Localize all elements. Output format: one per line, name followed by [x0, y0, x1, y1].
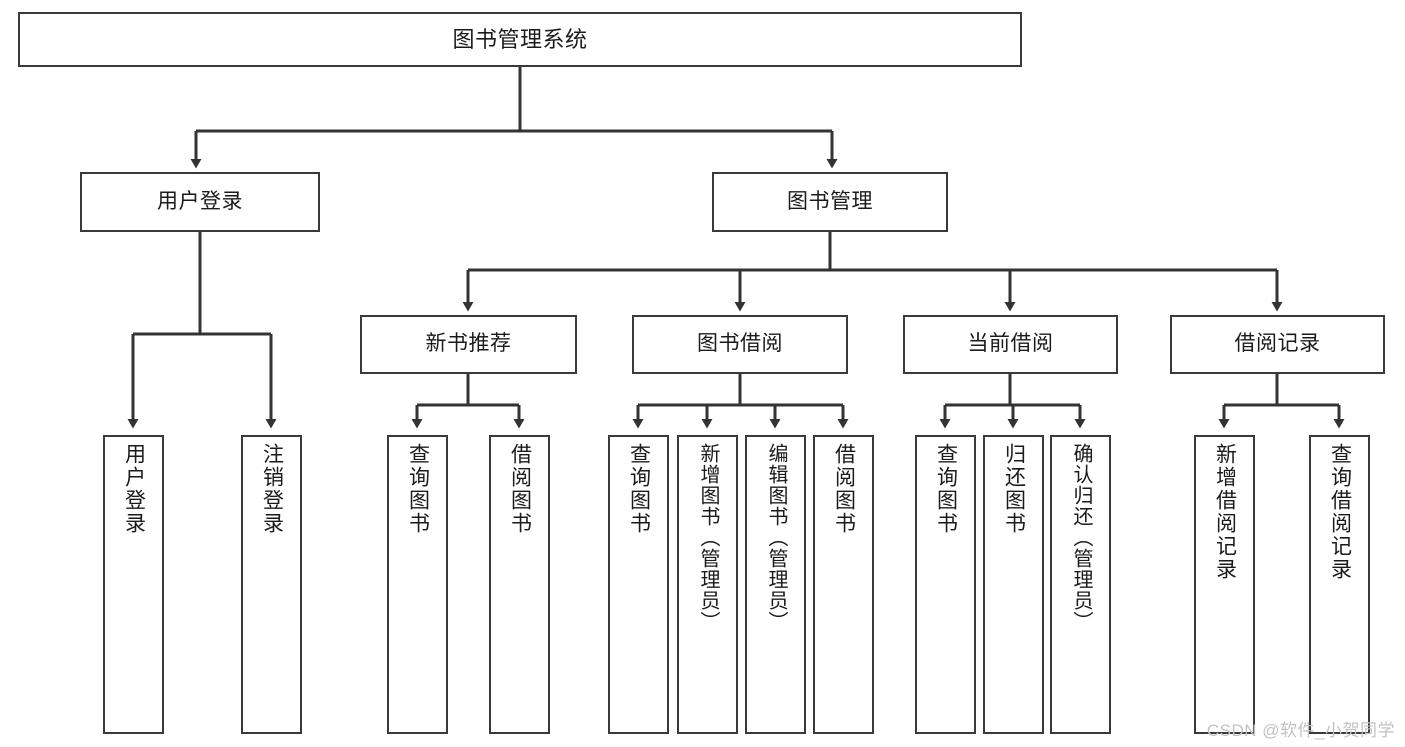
node-borrow-record-label: 借阅记录 [1234, 332, 1321, 356]
leaf-record-query[interactable]: 查询借阅记录 [1309, 435, 1370, 734]
leaf-current-return-book[interactable]: 归还图书 [983, 435, 1044, 734]
leaf-current-confirm-return[interactable]: 确认归还（管理员） [1050, 435, 1111, 734]
leaf-record-query-label: 查询借阅记录 [1328, 443, 1352, 581]
leaf-borrow-query-book[interactable]: 查询图书 [608, 435, 669, 734]
node-current-borrow-label: 当前借阅 [967, 332, 1054, 356]
leaf-current-return-book-label: 归还图书 [1002, 443, 1026, 535]
leaf-record-add[interactable]: 新增借阅记录 [1194, 435, 1255, 734]
node-user-login-label: 用户登录 [157, 189, 243, 213]
leaf-current-confirm-return-label: 确认归还（管理员） [1070, 443, 1092, 632]
leaf-recommend-query-book[interactable]: 查询图书 [387, 435, 448, 734]
watermark-text: CSDN @软件_小贺同学 [1206, 721, 1395, 740]
leaf-user-login[interactable]: 用户登录 [103, 435, 164, 734]
leaf-record-add-label: 新增借阅记录 [1213, 443, 1237, 581]
leaf-borrow-edit-book[interactable]: 编辑图书（管理员） [745, 435, 806, 734]
leaf-recommend-query-book-label: 查询图书 [406, 443, 430, 535]
leaf-recommend-borrow-book-label: 借阅图书 [508, 443, 532, 535]
leaf-borrow-edit-book-label: 编辑图书（管理员） [765, 443, 787, 632]
node-book-borrow-label: 图书借阅 [697, 332, 783, 356]
leaf-user-logout[interactable]: 注销登录 [241, 435, 302, 734]
leaf-user-logout-label: 注销登录 [260, 443, 284, 535]
node-user-login[interactable]: 用户登录 [80, 172, 320, 232]
node-book-management[interactable]: 图书管理 [712, 172, 948, 232]
node-borrow-record[interactable]: 借阅记录 [1170, 315, 1385, 374]
node-root-label: 图书管理系统 [452, 26, 588, 52]
leaf-user-login-label: 用户登录 [122, 443, 146, 535]
leaf-borrow-add-book-label: 新增图书（管理员） [697, 443, 719, 632]
node-book-borrow[interactable]: 图书借阅 [632, 315, 848, 374]
leaf-borrow-add-book[interactable]: 新增图书（管理员） [677, 435, 738, 734]
leaf-borrow-query-book-label: 查询图书 [627, 443, 651, 535]
leaf-borrow-borrow-book[interactable]: 借阅图书 [813, 435, 874, 734]
node-book-management-label: 图书管理 [787, 189, 873, 213]
node-current-borrow[interactable]: 当前借阅 [903, 315, 1118, 374]
leaf-current-query-book[interactable]: 查询图书 [915, 435, 976, 734]
leaf-borrow-borrow-book-label: 借阅图书 [832, 443, 856, 535]
node-new-book-recommend-label: 新书推荐 [425, 332, 512, 356]
node-new-book-recommend[interactable]: 新书推荐 [360, 315, 577, 374]
leaf-current-query-book-label: 查询图书 [934, 443, 958, 535]
node-root[interactable]: 图书管理系统 [18, 12, 1022, 67]
leaf-recommend-borrow-book[interactable]: 借阅图书 [489, 435, 550, 734]
